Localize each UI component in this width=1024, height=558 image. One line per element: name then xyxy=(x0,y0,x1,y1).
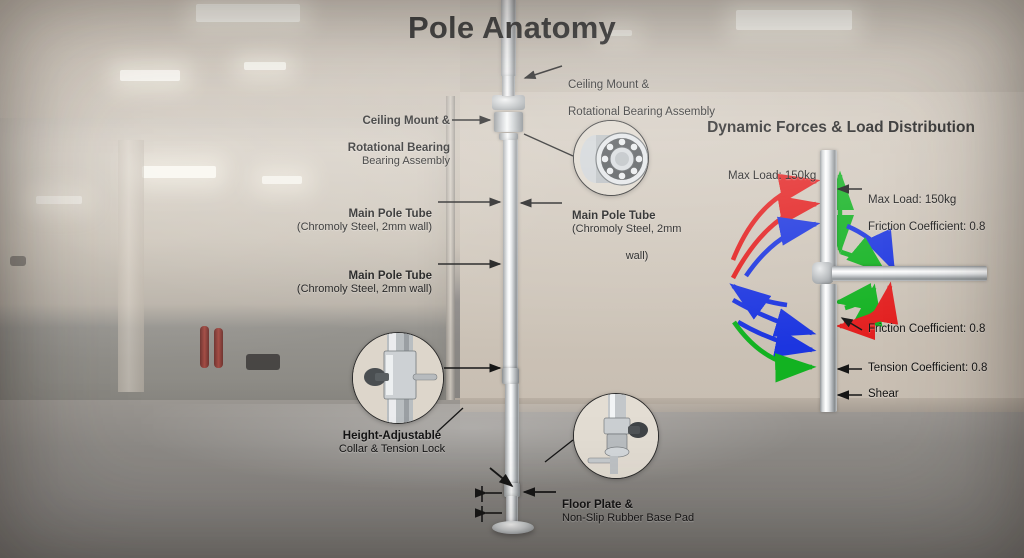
wall-pillar xyxy=(118,140,144,392)
callout-floor-plate-detail xyxy=(573,393,659,479)
label-ceiling-mount-right-line1: Ceiling Mount & xyxy=(568,78,650,91)
label-collar: Height-Adjustable Collar & Tension Lock xyxy=(312,416,472,470)
equipment-cylinder-1 xyxy=(200,326,209,368)
label-ceiling-mount-right-line2: Rotational Bearing Assembly xyxy=(568,105,716,118)
label-ceiling-mount-left-line2: Rotational Bearing xyxy=(347,141,450,154)
floor-reflection xyxy=(0,400,460,558)
pole-mount-neck xyxy=(502,76,515,96)
callout-bearing-detail xyxy=(573,120,649,196)
label-ceiling-mount-left: Ceiling Mount & Rotational Bearing Beari… xyxy=(330,101,450,182)
label-tension-callout: Tension Coefficient: 0.8 xyxy=(868,362,988,374)
force-diagram-collar-knob xyxy=(812,262,834,284)
label-ceiling-mount-right: Ceiling Mount & Rotational Bearing Assem… xyxy=(568,65,758,119)
ceiling-light-4 xyxy=(244,62,286,70)
floor-plate-base xyxy=(492,521,534,534)
label-ceiling-mount-left-line1: Ceiling Mount & xyxy=(362,114,450,127)
adjustable-collar xyxy=(502,368,519,384)
label-main-pole-right-line2: (Chromoly Steel, 2mm xyxy=(572,223,682,236)
label-floor-plate: Floor Plate & Non-Slip Rubber Base Pad xyxy=(562,485,742,539)
ceiling-light-3 xyxy=(120,70,180,81)
label-floor-plate-line2: Non-Slip Rubber Base Pad xyxy=(562,512,695,525)
ceiling-light-2 xyxy=(736,10,852,30)
equipment-cylinder-2 xyxy=(214,328,223,368)
label-max-load-left: Max Load: 150kg xyxy=(728,170,817,182)
label-max-load-line1: Max Load: 150kg xyxy=(868,193,957,206)
equipment-box xyxy=(246,354,280,370)
label-main-pole-left-1-line1: Main Pole Tube xyxy=(348,207,433,220)
bearing-ring-upper xyxy=(499,133,518,140)
label-ceiling-mount-left-line3: Bearing Assembly xyxy=(361,155,450,168)
label-main-pole-right-line1: Main Pole Tube xyxy=(572,209,656,222)
force-panel-title: Dynamic Forces & Load Distribution xyxy=(707,119,975,136)
page-title: Pole Anatomy xyxy=(408,10,616,45)
pole-upper-segment xyxy=(501,0,516,76)
floor-plate-detail-illustration xyxy=(574,394,658,478)
mirror-edge xyxy=(446,96,455,436)
ceiling-mount-plate xyxy=(492,95,525,110)
pole-base-stem xyxy=(506,496,518,526)
ceiling-light-1 xyxy=(196,4,300,22)
bearing-detail-illustration xyxy=(574,121,648,195)
label-main-pole-left-2-line1: Main Pole Tube xyxy=(348,269,433,282)
label-collar-line1: Height-Adjustable xyxy=(342,429,442,442)
mirror-light-reflection-3 xyxy=(36,196,82,204)
label-main-pole-left-1-line2: (Chromoly Steel, 2mm wall) xyxy=(296,221,432,234)
label-collar-line2: Collar & Tension Lock xyxy=(338,443,446,456)
label-floor-plate-line1: Floor Plate & xyxy=(562,498,633,511)
label-main-pole-right: Main Pole Tube (Chromoly Steel, 2mm wall… xyxy=(572,196,702,276)
label-max-load-callout: Max Load: 150kg Friction Coefficient: 0.… xyxy=(868,180,1018,234)
base-collar xyxy=(504,483,520,497)
label-friction-callout: Friction Coefficient: 0.8 xyxy=(868,323,986,335)
force-diagram-horizontal-bar xyxy=(832,266,987,281)
pole-main-upper xyxy=(503,140,518,370)
label-main-pole-left-2: Main Pole Tube (Chromoly Steel, 2mm wall… xyxy=(284,256,432,310)
collar-detail-illustration xyxy=(353,333,443,423)
label-main-pole-left-2-line2: (Chromoly Steel, 2mm wall) xyxy=(296,283,432,296)
force-diagram-pole-lower xyxy=(820,284,837,412)
rotational-bearing-housing xyxy=(494,112,523,132)
label-main-pole-right-line3: wall) xyxy=(625,249,649,262)
pole-main-lower xyxy=(505,384,519,496)
label-main-pole-left-1: Main Pole Tube (Chromoly Steel, 2mm wall… xyxy=(284,194,432,248)
ceiling-light-5 xyxy=(606,30,632,36)
mirror-light-reflection-2 xyxy=(262,176,302,184)
mirror-light-reflection-1 xyxy=(142,166,216,178)
label-shear-callout: Shear xyxy=(868,388,899,400)
callout-collar-detail xyxy=(352,332,444,424)
label-max-load-line2: Friction Coefficient: 0.8 xyxy=(868,220,986,233)
wall-fixture xyxy=(10,256,26,266)
force-diagram-pole-upper xyxy=(820,150,837,270)
